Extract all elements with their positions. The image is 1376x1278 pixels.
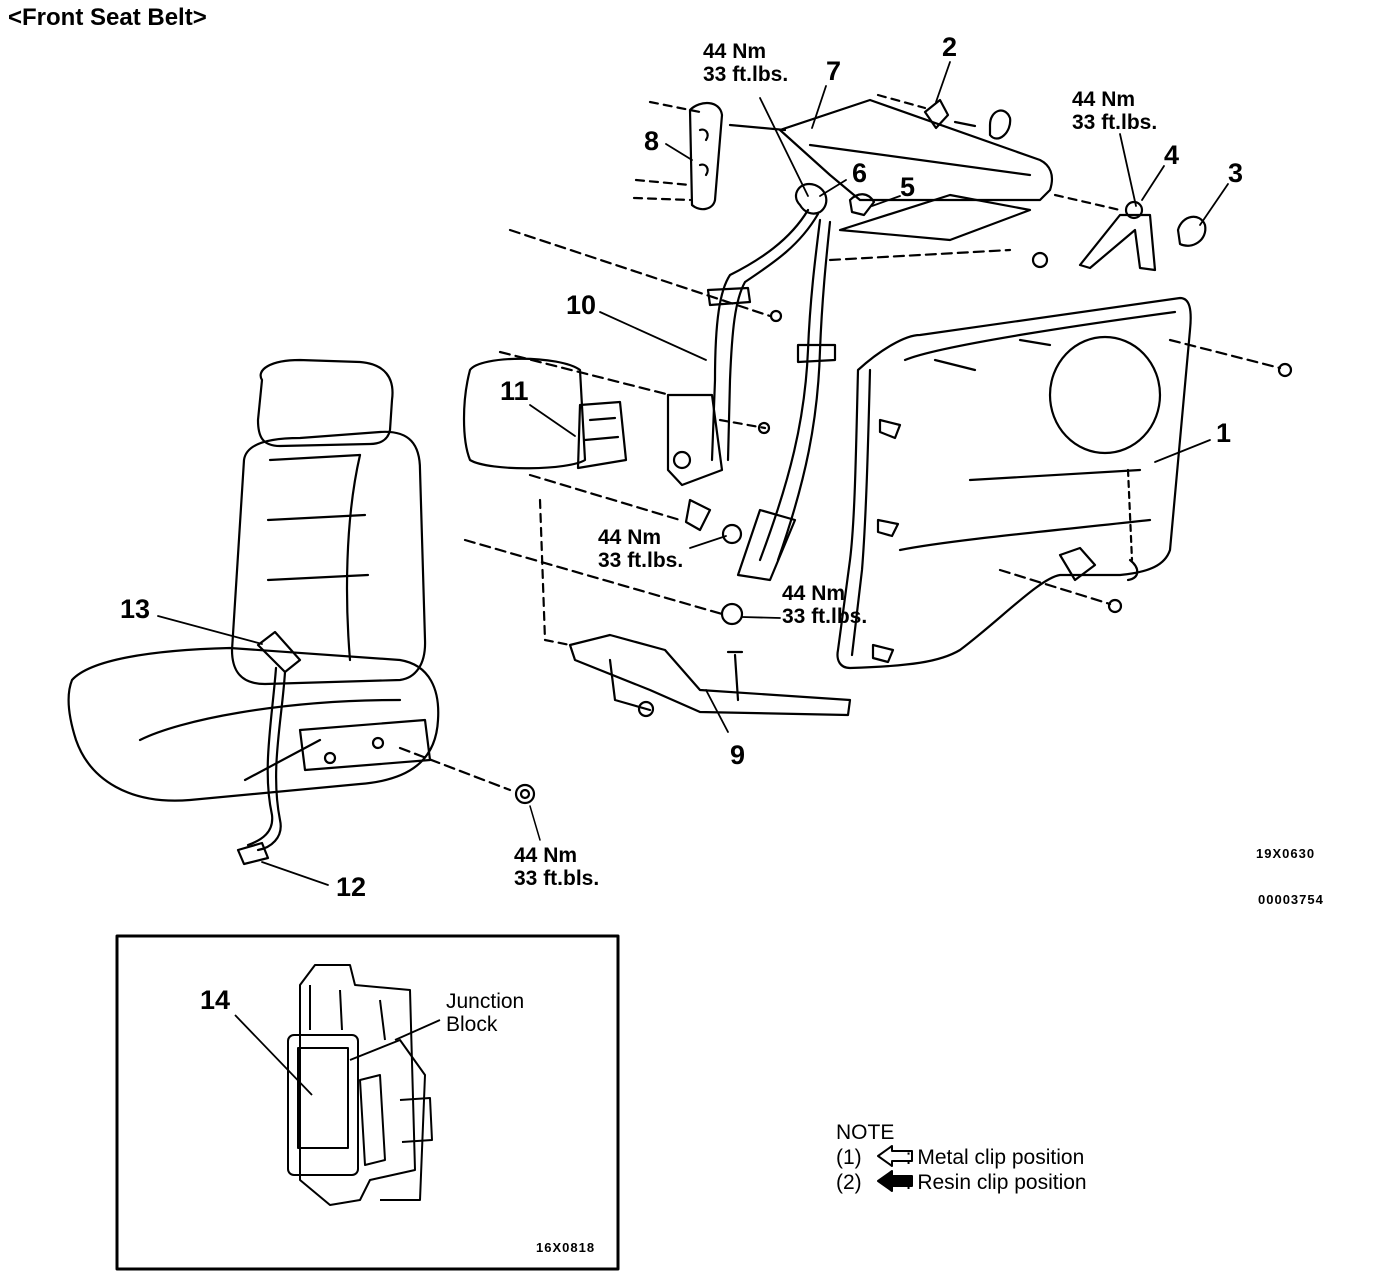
note-item1-text: : Metal clip position — [905, 1146, 1085, 1169]
seat-belt-webbing — [706, 208, 837, 626]
pillar-trim — [632, 100, 787, 211]
torque-seat-nm: 44 Nm — [514, 844, 578, 867]
torque-top: 44 Nm 33 ft.lbs. — [703, 40, 788, 86]
note-item-metal-clip: (1) : Metal clip position — [836, 1145, 1087, 1170]
note-item-resin-clip: (2) : Resin clip position — [836, 1170, 1087, 1195]
note-heading: NOTE — [836, 1121, 895, 1144]
clip-legend-arrows — [877, 1145, 913, 1192]
figure-code-main: 19X0630 — [1256, 846, 1316, 861]
torque-right-ft: 33 ft.lbs. — [1072, 111, 1158, 134]
torque-low: 44 Nm 33 ft.lbs. — [782, 582, 867, 628]
page-title: <Front Seat Belt> — [8, 4, 207, 31]
torque-seat: 44 Nm 33 ft.bls. — [514, 844, 599, 890]
document-number: 00003754 — [1258, 892, 1324, 907]
callout-10: 10 — [566, 290, 597, 320]
junction-block-label-line1: Junction — [446, 990, 525, 1013]
seat-anchor-bolt — [398, 746, 541, 841]
lower-anchor-rail — [463, 498, 852, 718]
junction-block-label: Junction Block — [446, 990, 524, 1036]
torque-top-nm: 44 Nm — [703, 40, 767, 63]
torque-right-nm: 44 Nm — [1072, 88, 1136, 111]
callout-1: 1 — [1216, 418, 1232, 448]
torque-mid-nm: 44 Nm — [598, 526, 662, 549]
metal-clip-arrow-icon — [877, 1145, 913, 1167]
callout-2: 2 — [942, 32, 958, 62]
callout-11: 11 — [500, 376, 529, 406]
note-item2-text: : Resin clip position — [905, 1171, 1087, 1194]
junction-block-label-line2: Block — [446, 1013, 498, 1036]
figure-code-inset: 16X0818 — [536, 1240, 596, 1255]
retractor — [462, 350, 767, 545]
callout-9: 9 — [730, 740, 746, 770]
note-item2-number: (2) — [836, 1171, 862, 1194]
clip-note: NOTE (1) : Metal clip position (2) : Res… — [836, 1120, 1087, 1195]
torque-right: 44 Nm 33 ft.lbs. — [1072, 88, 1157, 134]
trim-caps-and-bolts — [876, 93, 1207, 272]
torque-low-nm: 44 Nm — [782, 582, 846, 605]
note-item1-number: (1) — [836, 1146, 862, 1169]
torque-low-ft: 33 ft.lbs. — [782, 605, 868, 628]
junction-block-inset — [115, 934, 620, 1271]
torque-mid: 44 Nm 33 ft.lbs. — [598, 526, 683, 572]
torque-mid-ft: 33 ft.lbs. — [598, 549, 684, 572]
upper-trim-rail — [778, 98, 1054, 269]
callout-12: 12 — [336, 872, 367, 902]
resin-clip-arrow-icon — [877, 1170, 913, 1192]
callout-3: 3 — [1228, 158, 1244, 188]
callout-14: 14 — [200, 985, 231, 1015]
callout-13: 13 — [120, 594, 151, 624]
torque-top-ft: 33 ft.lbs. — [703, 63, 789, 86]
trim-fastener-leaders — [508, 228, 1293, 614]
torque-seat-ft: 33 ft.bls. — [514, 867, 600, 890]
callout-7: 7 — [826, 56, 842, 86]
quarter-trim-panel — [836, 296, 1192, 670]
callout-6: 6 — [852, 158, 868, 188]
callout-leader-lines — [157, 61, 1229, 886]
callout-5: 5 — [900, 172, 916, 202]
callout-4: 4 — [1164, 140, 1180, 170]
front-seat-drawing — [67, 358, 440, 866]
callout-8: 8 — [644, 126, 660, 156]
